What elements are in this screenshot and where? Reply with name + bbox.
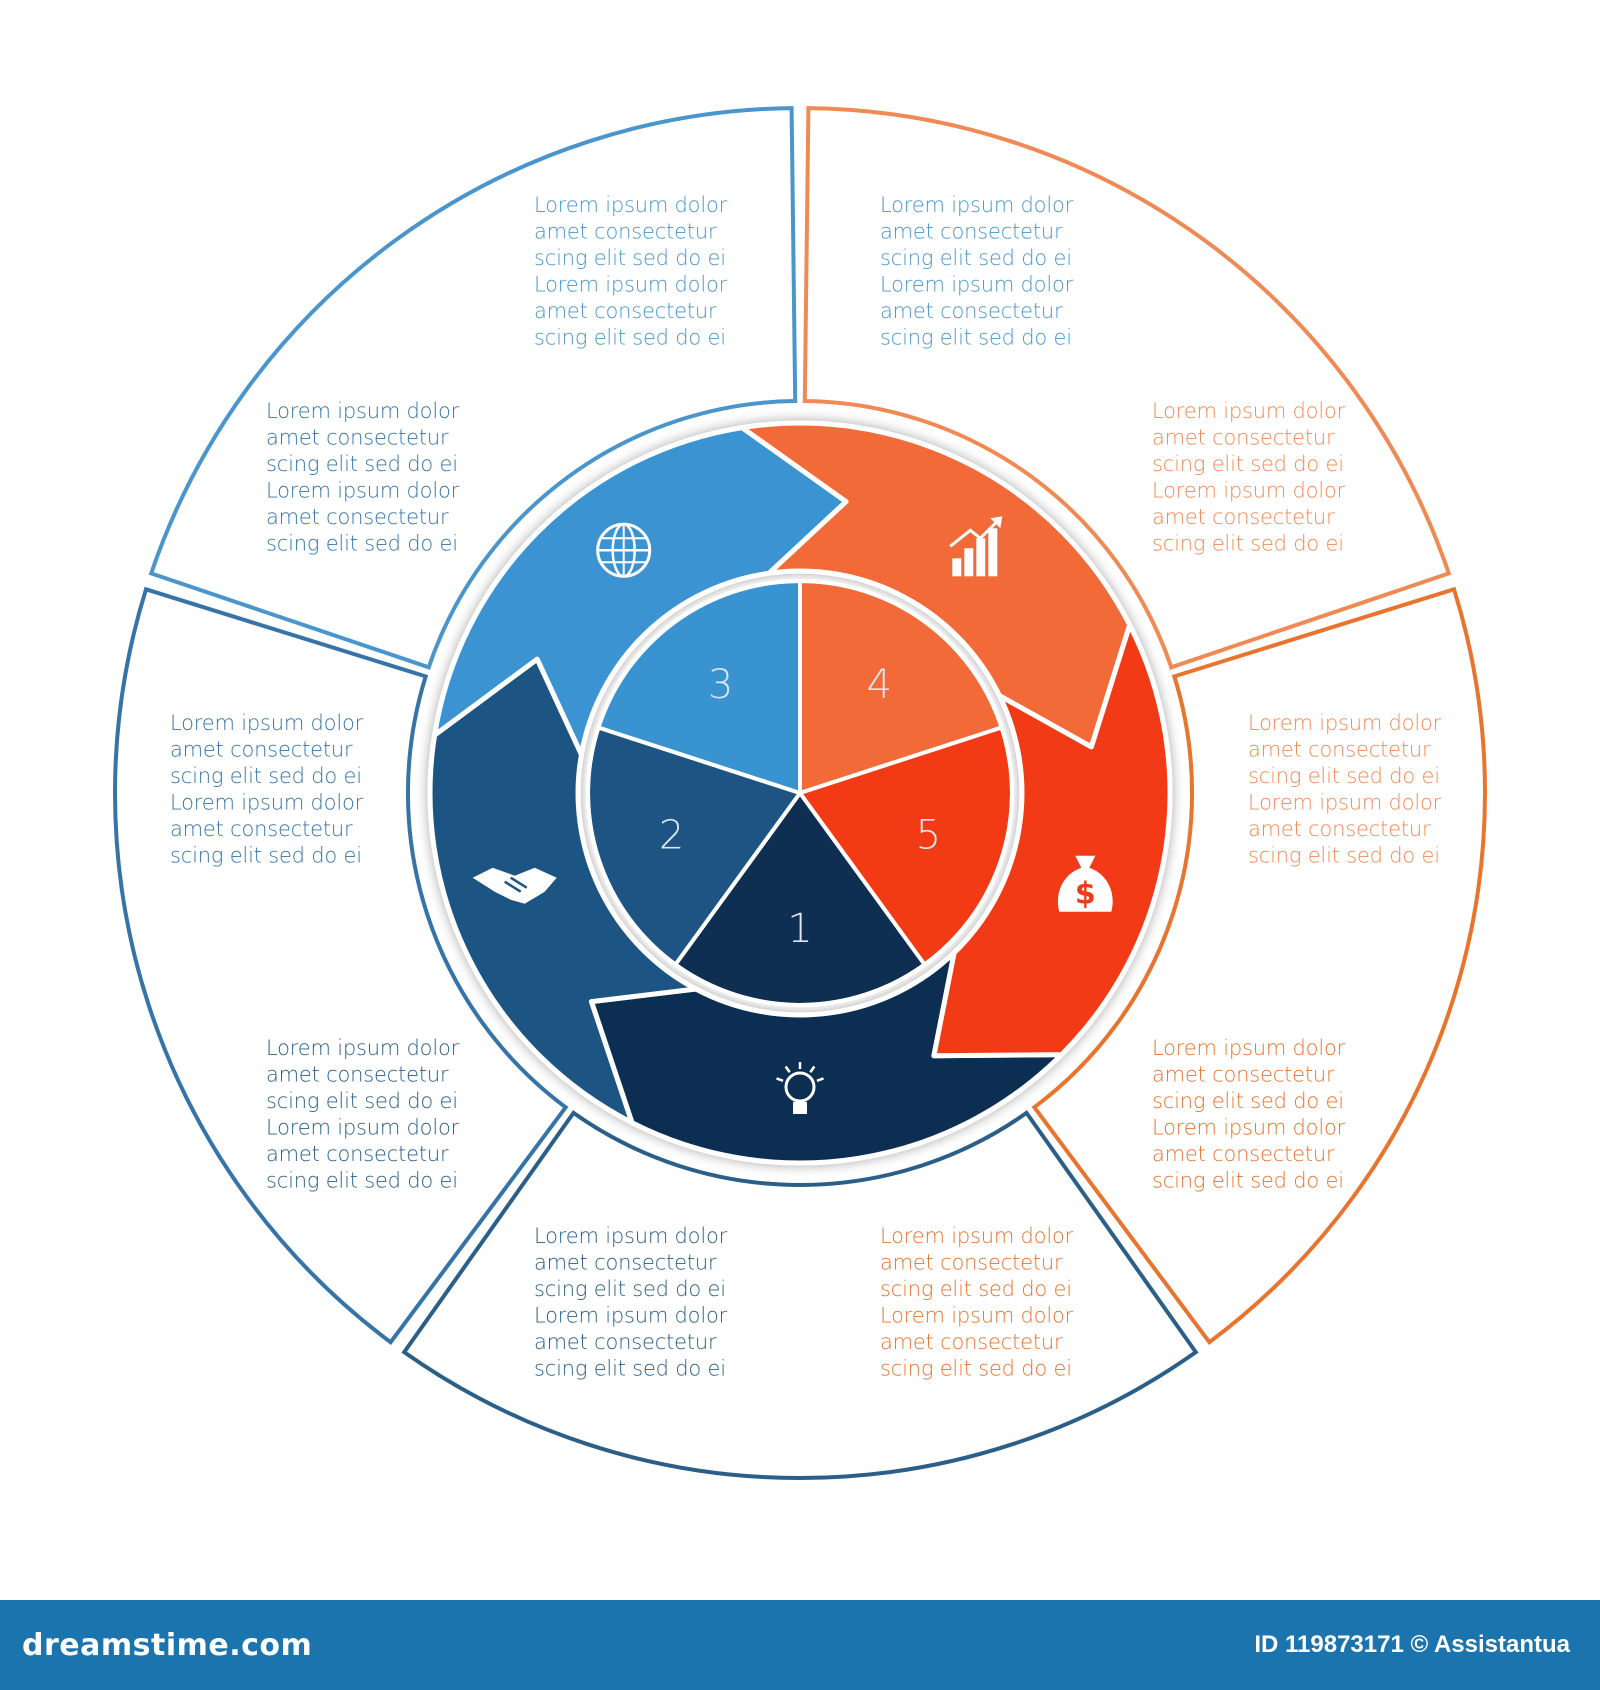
center-ring [586, 579, 1014, 1007]
text-panel-5 [1031, 586, 1487, 1345]
step-number-1: 1 [787, 906, 812, 952]
text-panel-1 [401, 1110, 1199, 1480]
text-panel-3 [148, 106, 798, 670]
step-number-2: 2 [659, 813, 684, 859]
text-panel-4 [802, 106, 1452, 670]
step-number-3: 3 [708, 662, 733, 708]
step-arrow-2 [427, 656, 699, 1126]
svg-text:$: $ [1075, 877, 1096, 912]
text-panel-2 [113, 586, 569, 1345]
step-arrow-1 [588, 950, 1065, 1166]
brand-logo-text: dreamstime.com [22, 1627, 313, 1663]
handshake-icon [472, 867, 557, 904]
money-bag-icon: $ [1057, 855, 1113, 912]
step-arrow-5 [931, 622, 1173, 1059]
globe-icon [596, 522, 652, 578]
step-number-4: 4 [867, 662, 892, 708]
step-arrow-4 [739, 420, 1133, 750]
lightbulb-icon [776, 1062, 824, 1114]
footer-bar: dreamstime.com ID 119873171 © Assistantu… [0, 1600, 1600, 1690]
growth-chart-icon [949, 516, 1003, 577]
image-credit: ID 119873171 © Assistantua [1254, 1631, 1570, 1658]
step-number-5: 5 [916, 813, 941, 859]
